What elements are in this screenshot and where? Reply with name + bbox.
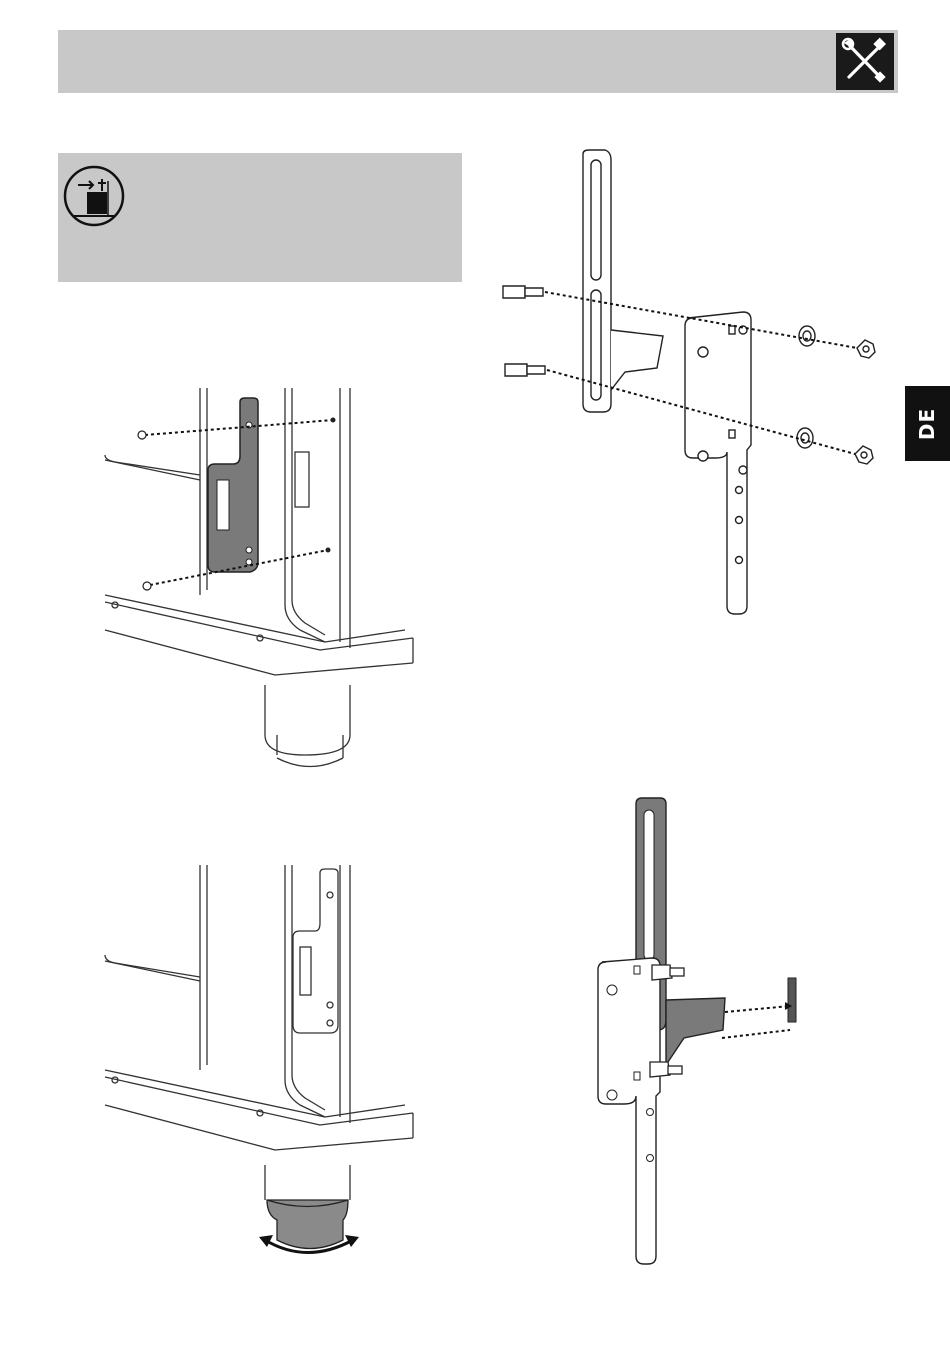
oven-foot-adjust-illustration [95, 855, 425, 1270]
language-tab: DE [905, 386, 950, 461]
installation-level-icon [62, 165, 126, 227]
bracket-assembly-exploded-illustration [485, 140, 905, 620]
tools-icon [836, 33, 894, 90]
oven-side-bracket-attach-illustration [95, 380, 425, 780]
note-box [58, 153, 462, 282]
header-bar [58, 30, 898, 93]
language-tab-label: DE [915, 407, 939, 439]
bracket-wall-fix-illustration [580, 790, 810, 1270]
